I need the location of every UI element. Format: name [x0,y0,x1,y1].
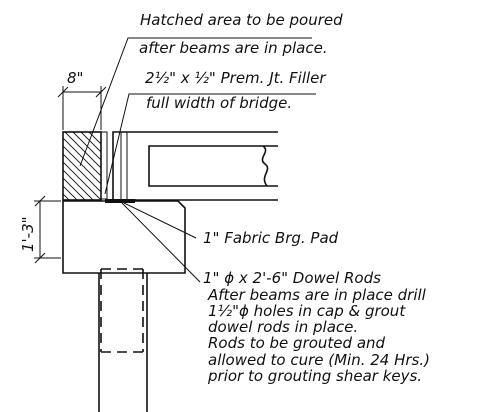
hatch-pattern [63,132,101,200]
joint-filler-strip [100,131,108,200]
note-hatched-line1: Hatched area to be poured [140,11,343,29]
note-instr-line2: 1½"ϕ holes in cap & grout [208,302,406,320]
leader-dowel [121,202,201,283]
note-pad: 1" Fabric Brg. Pad [203,229,339,247]
bent-cap [62,200,186,274]
dimension-1-3 [34,195,61,264]
note-filler-line2: full width of bridge. [146,94,292,112]
note-instr-line5: allowed to cure (Min. 24 Hrs.) [208,351,430,369]
note-hatched-line2: after beams are in place. [139,39,328,57]
dimension-8-label: 8" [67,69,83,87]
note-instr-line6: prior to grouting shear keys. [207,367,422,385]
dimension-8-inch [57,86,107,130]
hatched-pour-area [62,131,102,201]
note-instr-line4: Rods to be grouted and [208,334,386,352]
leader-pad [123,202,197,239]
box-beam [112,131,278,201]
note-instr-line3: dowel rods in place. [208,318,358,336]
leader-filler [104,93,316,195]
leader-hatched [79,37,312,167]
note-instr-line1: After beams are in place drill [207,286,427,304]
beam-break-line [261,145,269,187]
dimension-1-3-label: 1'-3" [19,216,37,252]
note-filler-line1: 2½" x ½" Prem. Jt. Filler [145,69,326,87]
note-dowel: 1" ϕ x 2'-6" Dowel Rods [203,269,381,287]
